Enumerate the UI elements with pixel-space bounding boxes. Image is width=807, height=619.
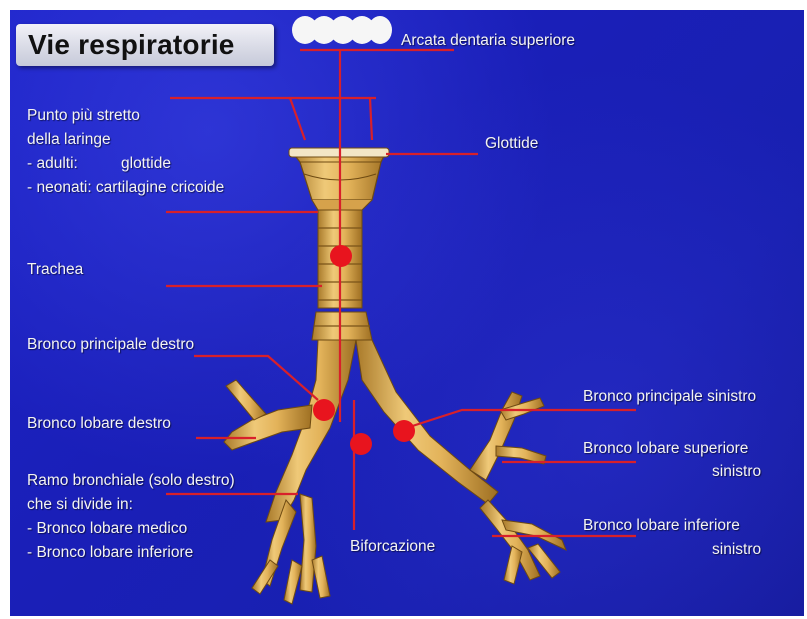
- label-ramo-line1: Ramo bronchiale (solo destro): [27, 469, 235, 492]
- label-bronco-lobare-superiore-line1: Bronco lobare superiore: [583, 437, 748, 460]
- trachea-marker: [330, 245, 352, 267]
- label-bronco-principale-sinistro: Bronco principale sinistro: [583, 385, 756, 408]
- label-ramo-line3: - Bronco lobare medico: [27, 517, 187, 540]
- label-trachea: Trachea: [27, 258, 83, 281]
- label-bronco-principale-destro: Bronco principale destro: [27, 333, 194, 356]
- label-glottide: Glottide: [485, 132, 538, 155]
- label-arcata-dentaria: Arcata dentaria superiore: [401, 29, 575, 52]
- label-ramo-line2: che si divide in:: [27, 493, 133, 516]
- right-bronchial-tree: [224, 340, 356, 604]
- teeth-illustration: [292, 16, 392, 44]
- label-punto-line1: Punto più stretto: [27, 104, 140, 127]
- label-bronco-lobare-destro: Bronco lobare destro: [27, 412, 171, 435]
- leader-lines: [166, 50, 636, 536]
- page-title: Vie respiratorie: [28, 24, 235, 66]
- left-bronchus-marker: [393, 420, 415, 442]
- label-bronco-lobare-inferiore-line2: sinistro: [712, 538, 761, 561]
- label-bronco-lobare-superiore-line2: sinistro: [712, 460, 761, 483]
- label-punto-adulti-key: - adulti:: [27, 152, 78, 175]
- label-biforcazione: Biforcazione: [350, 535, 435, 558]
- label-punto-neonati: - neonati: cartilagine cricoide: [27, 176, 224, 199]
- trachea-illustration: [312, 210, 372, 340]
- label-ramo-line4: - Bronco lobare inferiore: [27, 541, 193, 564]
- bifurcation-marker: [350, 433, 372, 455]
- label-punto-line2: della laringe: [27, 128, 111, 151]
- label-bronco-lobare-inferiore-line1: Bronco lobare inferiore: [583, 514, 740, 537]
- right-bronchus-marker: [313, 399, 335, 421]
- label-punto-adulti-val: glottide: [121, 152, 171, 175]
